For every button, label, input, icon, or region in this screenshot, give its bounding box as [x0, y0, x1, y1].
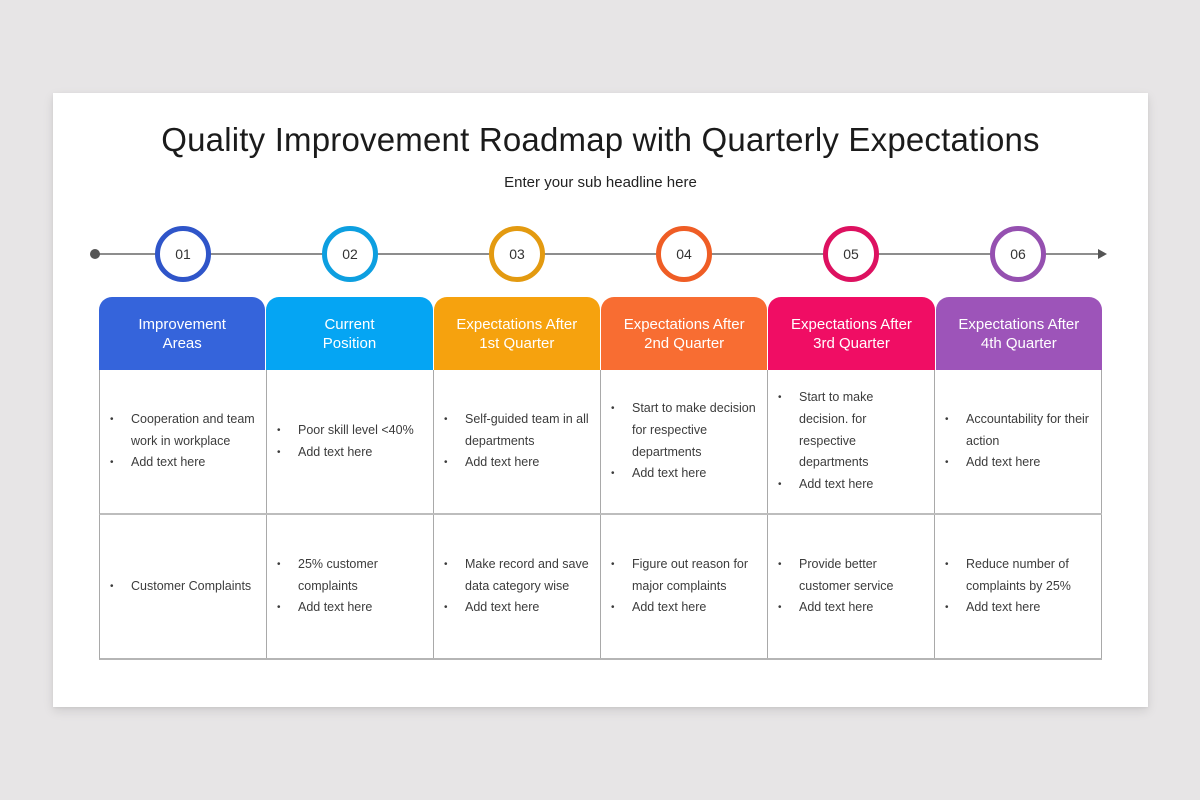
table-row-improvement-2: Customer Complaints 25% customer complain…: [99, 515, 1102, 660]
column-header-line2: Position: [322, 334, 377, 352]
bullet-item: Figure out reason for major complaints: [611, 554, 759, 598]
bullet-list: Provide better customer serviceAdd text …: [778, 554, 926, 619]
bullet-list: Make record and save data category wiseA…: [444, 554, 592, 619]
table-cell: Customer Complaints: [100, 515, 267, 658]
bullet-item: Add text here: [444, 597, 592, 619]
bullet-item: Add text here: [611, 463, 759, 485]
table-cell: Self-guided team in all departmentsAdd t…: [434, 370, 601, 513]
bullet-list: Start to make decision for respective de…: [611, 398, 759, 485]
bullet-item: Add text here: [110, 452, 258, 474]
table-cell: 25% customer complaintsAdd text here: [267, 515, 434, 658]
bullet-item: Add text here: [945, 452, 1093, 474]
column-header-line2: 1st Quarter: [479, 334, 555, 352]
bullet-item: Provide better customer service: [778, 554, 926, 598]
step-circle-5: 05: [823, 226, 879, 282]
column-header-line2: Areas: [162, 334, 202, 352]
bullet-item: Self-guided team in all departments: [444, 409, 592, 453]
bullet-item: Add text here: [444, 452, 592, 474]
slide: Quality Improvement Roadmap with Quarter…: [53, 93, 1148, 707]
bullet-item: Cooperation and team work in workplace: [110, 409, 258, 453]
bullet-item: 25% customer complaints: [277, 554, 425, 598]
step-circle-1: 01: [155, 226, 211, 282]
bullet-item: Add text here: [277, 442, 425, 464]
table-row-improvement-1: Cooperation and team work in workplaceAd…: [99, 370, 1102, 515]
bullet-item: Poor skill level <40%: [277, 420, 425, 442]
bullet-list: Cooperation and team work in workplaceAd…: [110, 409, 258, 474]
bullet-list: Self-guided team in all departmentsAdd t…: [444, 409, 592, 474]
bullet-item: Start to make decision for respective de…: [611, 398, 759, 463]
bullet-item: Accountability for their action: [945, 409, 1093, 453]
column-header-line1: Expectations After: [791, 315, 912, 333]
bullet-list: Reduce number of complaints by 25%Add te…: [945, 554, 1093, 619]
step-circle-2: 02: [322, 226, 378, 282]
table-cell: Make record and save data category wiseA…: [434, 515, 601, 658]
step-circle-4: 04: [656, 226, 712, 282]
bullet-item: Reduce number of complaints by 25%: [945, 554, 1093, 598]
column-header-line1: Expectations After: [456, 315, 578, 333]
bullet-list: Customer Complaints: [110, 576, 258, 598]
bullet-list: 25% customer complaintsAdd text here: [277, 554, 425, 619]
bullet-list: Accountability for their actionAdd text …: [945, 409, 1093, 474]
column-header-line2: 4th Quarter: [980, 334, 1057, 352]
bullet-item: Customer Complaints: [110, 576, 258, 598]
timeline-line: [95, 253, 1103, 255]
bullet-item: Add text here: [778, 597, 926, 619]
bullet-list: Start to make decision. for respective d…: [778, 387, 926, 496]
column-header-line1: Improvement: [138, 315, 226, 333]
column-header-line1: Expectations After: [623, 315, 745, 333]
slide-subtitle: Enter your sub headline here: [504, 174, 697, 191]
table-cell: Provide better customer serviceAdd text …: [768, 515, 935, 658]
bullet-item: Add text here: [611, 597, 759, 619]
timeline-arrow-icon: [1098, 249, 1107, 259]
table-cell: Start to make decision for respective de…: [601, 370, 768, 513]
bullet-list: Figure out reason for major complaintsAd…: [611, 554, 759, 619]
bullet-list: Poor skill level <40%Add text here: [277, 420, 425, 464]
bullet-item: Add text here: [778, 474, 926, 496]
table-cell: Reduce number of complaints by 25%Add te…: [935, 515, 1102, 658]
table-cell: Accountability for their actionAdd text …: [935, 370, 1102, 513]
table-cell: Poor skill level <40%Add text here: [267, 370, 434, 513]
bullet-item: Make record and save data category wise: [444, 554, 592, 598]
step-circle-6: 06: [990, 226, 1046, 282]
step-circle-3: 03: [489, 226, 545, 282]
table-cell: Cooperation and team work in workplaceAd…: [100, 370, 267, 513]
bullet-item: Add text here: [277, 597, 425, 619]
bullet-item: Add text here: [945, 597, 1093, 619]
table-cell: Start to make decision. for respective d…: [768, 370, 935, 513]
table-cell: Figure out reason for major complaintsAd…: [601, 515, 768, 658]
column-header-line1: Expectations After: [958, 315, 1080, 333]
bullet-item: Start to make decision. for respective d…: [778, 387, 926, 474]
slide-title: Quality Improvement Roadmap with Quarter…: [161, 121, 1040, 158]
timeline-start-dot-icon: [90, 249, 100, 259]
column-header-line2: 2nd Quarter: [644, 334, 725, 352]
column-header-line1: Current: [324, 315, 375, 333]
column-header-line2: 3rd Quarter: [813, 334, 890, 352]
